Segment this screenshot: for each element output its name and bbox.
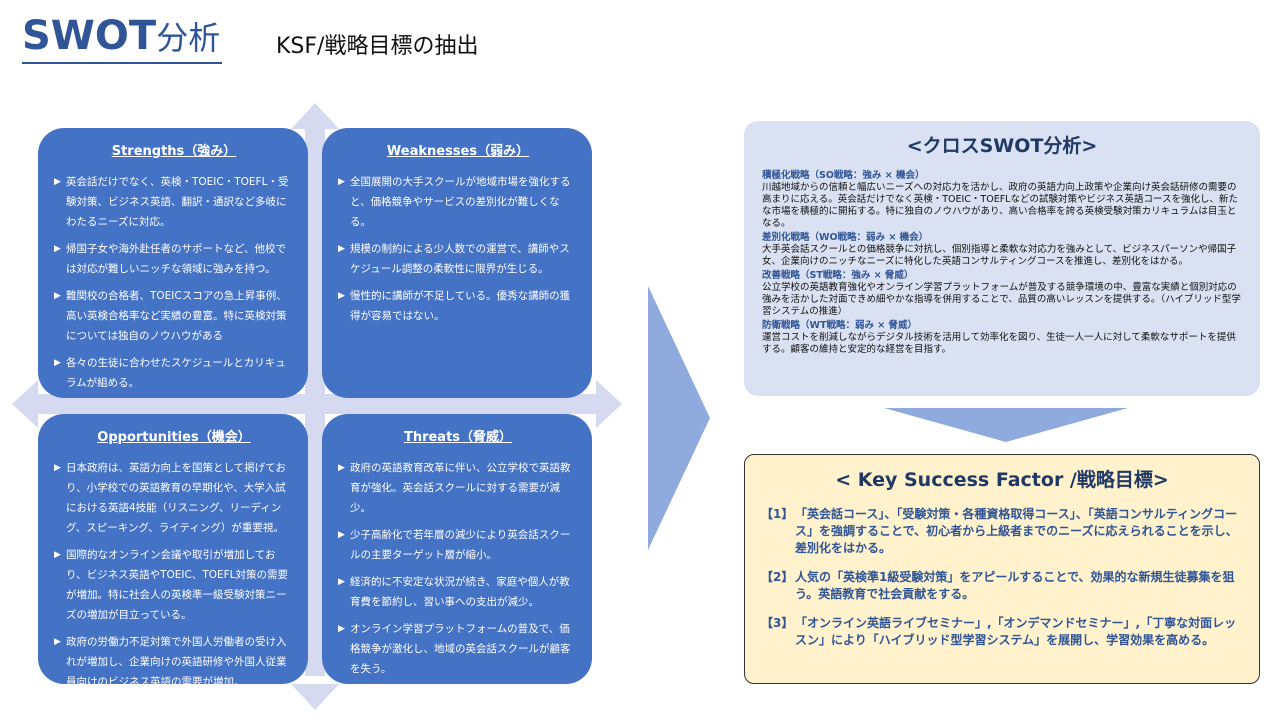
bullet-icon: ▶ bbox=[338, 577, 345, 587]
bullet-icon: ▶ bbox=[54, 463, 61, 473]
strategy-text: 運営コストを削減しながらデジタル技術を活用して効率化を図り、生徒一人一人に対して… bbox=[762, 332, 1236, 355]
list-item: ▶各々の生徒に合わせたスケジュールとカリキュラムが組める。 bbox=[54, 353, 294, 393]
list-item: ▶規模の制約による少人数での運営で、講師やスケジュール調整の柔軟性に限界が生じる… bbox=[338, 239, 578, 279]
arrow-up-icon bbox=[291, 103, 339, 129]
ksf-number: 【1】 bbox=[761, 507, 794, 521]
threats-title: Threats（脅威） bbox=[403, 430, 513, 445]
list-item: ▶日本政府は、英語力向上を国策として掲げており、小学校での英語教育の早期化や、大… bbox=[54, 458, 294, 538]
ksf-number: 【2】 bbox=[761, 570, 794, 584]
ksf-text: 「英会話コース」、「受験対策・各種資格取得コース」、「英語コンサルティングコース… bbox=[795, 507, 1238, 555]
strengths-title: Strengths（強み） bbox=[111, 144, 237, 159]
cross-swot-box: <クロスSWOT分析> 積極化戦略（SO戦略：強み × 機会） 川越地域からの信… bbox=[744, 121, 1260, 396]
strengths-box: Strengths（強み） ▶英会話だけでなく、英検・TOEIC・TOEFL・受… bbox=[38, 128, 308, 398]
strategy-title: 改善戦略（ST戦略：強み × 脅威） bbox=[762, 270, 914, 281]
strategy-text: 川越地域からの信頼と幅広いニーズへの対応力を活かし、政府の英語力向上政策や企業向… bbox=[762, 182, 1238, 229]
strategy-text: 公立学校の英語教育強化やオンライン学習プラットフォームが普及する競争環境の中、豊… bbox=[762, 282, 1241, 317]
page-subtitle: KSF/戦略目標の抽出 bbox=[276, 34, 479, 59]
list-item: ▶経済的に不安定な状況が続き、家庭や個人が教育費を節約し、習い事への支出が減少。 bbox=[338, 572, 578, 612]
bullet-icon: ▶ bbox=[338, 244, 345, 254]
list-item: ▶難関校の合格者、TOEICスコアの急上昇事例、高い英検合格率など実績の豊富。特… bbox=[54, 286, 294, 346]
opportunities-list: ▶日本政府は、英語力向上を国策として掲げており、小学校での英語教育の早期化や、大… bbox=[54, 458, 294, 692]
opportunities-title: Opportunities（機会） bbox=[97, 430, 251, 445]
arrow-down-icon bbox=[884, 408, 1128, 442]
bullet-icon: ▶ bbox=[54, 291, 61, 301]
list-item: ▶国際的なオンライン会議や取引が増加しており、ビジネス英語やTOEIC、TOEF… bbox=[54, 545, 294, 625]
list-item: ▶少子高齢化で若年層の減少により英会話スクールの主要ターゲット層が縮小。 bbox=[338, 525, 578, 565]
strategy-title: 防衛戦略（WT戦略：弱み × 脅威） bbox=[762, 320, 918, 331]
ksf-item: 【1】「英会話コース」、「受験対策・各種資格取得コース」、「英語コンサルティング… bbox=[761, 506, 1243, 557]
horizontal-axis bbox=[36, 394, 598, 414]
list-item: ▶政府の労働力不足対策で外国人労働者の受け入れが増加し、企業向けの英語研修や外国… bbox=[54, 632, 294, 692]
bullet-icon: ▶ bbox=[338, 177, 345, 187]
weaknesses-list: ▶全国展開の大手スクールが地域市場を強化すると、価格競争やサービスの差別化が難し… bbox=[338, 172, 578, 326]
strategy-title: 積極化戦略（SO戦略：強み × 機会） bbox=[762, 170, 925, 181]
ksf-text: 人気の「英検準1級受験対策」をアピールすることで、効果的な新規生徒募集を狙う。英… bbox=[795, 570, 1235, 601]
list-item: ▶英会話だけでなく、英検・TOEIC・TOEFL・受験対策、ビジネス英語、翻訳・… bbox=[54, 172, 294, 232]
ksf-number: 【3】 bbox=[761, 616, 794, 630]
ksf-title: < Key Success Factor /戦略目標> bbox=[835, 469, 1169, 491]
arrow-left-icon bbox=[12, 380, 38, 428]
list-item: ▶全国展開の大手スクールが地域市場を強化すると、価格競争やサービスの差別化が難し… bbox=[338, 172, 578, 232]
arrow-right-icon bbox=[596, 380, 622, 428]
ksf-item: 【2】人気の「英検準1級受験対策」をアピールすることで、効果的な新規生徒募集を狙… bbox=[761, 569, 1243, 603]
opportunities-box: Opportunities（機会） ▶日本政府は、英語力向上を国策として掲げてお… bbox=[38, 414, 308, 688]
list-item: ▶オンライン学習プラットフォームの普及で、価格競争が激化し、地域の英会話スクール… bbox=[338, 619, 578, 679]
strategy-title: 差別化戦略（WO戦略：弱み × 機会） bbox=[762, 232, 929, 243]
bullet-icon: ▶ bbox=[54, 550, 61, 560]
chevron-right-icon bbox=[648, 286, 710, 550]
strategy-text: 大手英会話スクールとの価格競争に対抗し、個別指導と柔軟な対応力を強みとして、ビジ… bbox=[762, 244, 1237, 267]
bullet-icon: ▶ bbox=[54, 244, 61, 254]
arrow-down-icon bbox=[291, 684, 339, 710]
ksf-item: 【3】「オンライン英語ライブセミナー」,「オンデマンドセミナー」,「丁寧な対面レ… bbox=[761, 615, 1243, 649]
cross-swot-title: <クロスSWOT分析> bbox=[906, 135, 1098, 157]
ksf-box: < Key Success Factor /戦略目標> 【1】「英会話コース」、… bbox=[744, 454, 1260, 684]
bullet-icon: ▶ bbox=[54, 358, 61, 368]
list-item: ▶慢性的に講師が不足している。優秀な講師の獲得が容易ではない。 bbox=[338, 286, 578, 326]
bullet-icon: ▶ bbox=[338, 530, 345, 540]
bullet-icon: ▶ bbox=[54, 177, 61, 187]
ksf-text: 「オンライン英語ライブセミナー」,「オンデマンドセミナー」,「丁寧な対面レッスン… bbox=[795, 616, 1237, 647]
threats-list: ▶政府の英語教育改革に伴い、公立学校で英語教育が強化。英会話スクールに対する需要… bbox=[338, 458, 578, 679]
bullet-icon: ▶ bbox=[338, 291, 345, 301]
list-item: ▶政府の英語教育改革に伴い、公立学校で英語教育が強化。英会話スクールに対する需要… bbox=[338, 458, 578, 518]
title-en: SWOT bbox=[22, 13, 157, 59]
strengths-list: ▶英会話だけでなく、英検・TOEIC・TOEFL・受験対策、ビジネス英語、翻訳・… bbox=[54, 172, 294, 393]
bullet-icon: ▶ bbox=[338, 624, 345, 634]
weaknesses-title: Weaknesses（弱み） bbox=[386, 144, 530, 159]
bullet-icon: ▶ bbox=[54, 637, 61, 647]
threats-box: Threats（脅威） ▶政府の英語教育改革に伴い、公立学校で英語教育が強化。英… bbox=[322, 414, 592, 684]
bullet-icon: ▶ bbox=[338, 463, 345, 473]
title-ja: 分析 bbox=[156, 19, 221, 57]
page-title: SWOT分析 bbox=[22, 12, 223, 64]
list-item: ▶帰国子女や海外赴任者のサポートなど、他校では対応が難しいニッチな領域に強みを持… bbox=[54, 239, 294, 279]
weaknesses-box: Weaknesses（弱み） ▶全国展開の大手スクールが地域市場を強化すると、価… bbox=[322, 128, 592, 398]
